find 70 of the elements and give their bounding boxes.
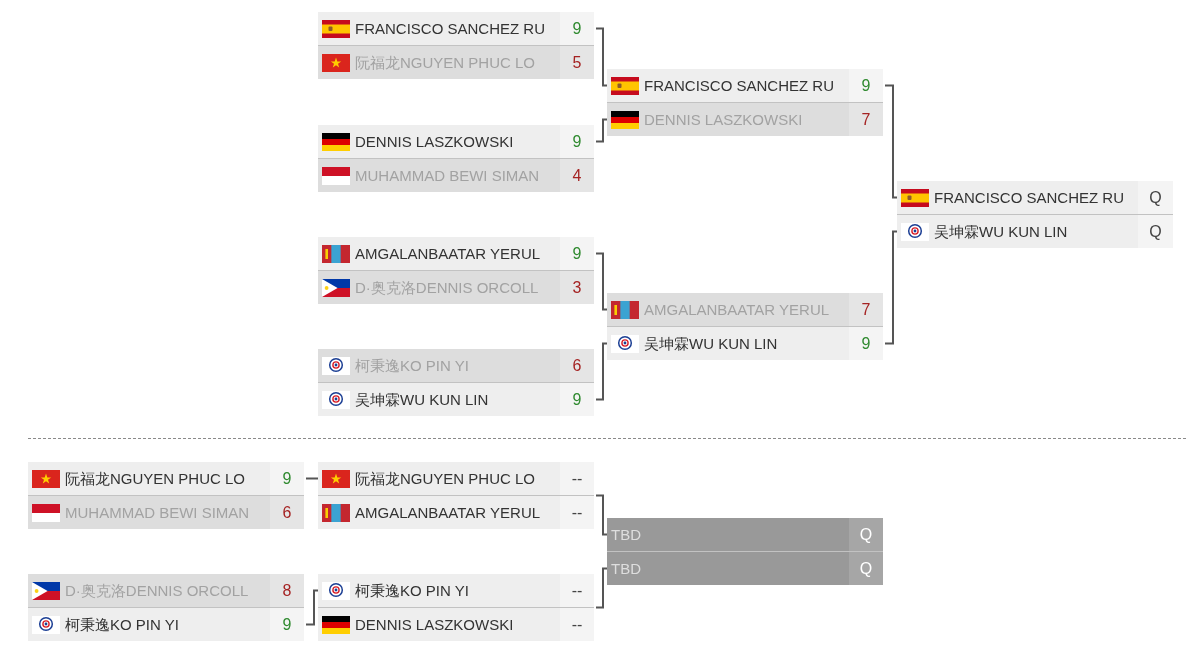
connector-line xyxy=(305,477,319,480)
match-box xyxy=(897,181,1173,248)
score: Q xyxy=(849,518,883,551)
match-box xyxy=(318,12,594,79)
score: Q xyxy=(1138,181,1173,214)
score: 9 xyxy=(560,237,594,270)
player-name: MUHAMMAD BEWI SIMAN xyxy=(65,503,250,522)
player-name: DENNIS LASZKOWSKI xyxy=(644,110,803,129)
player-name: D·奥克洛DENNIS ORCOLL xyxy=(355,278,539,297)
player-name: TBD xyxy=(611,559,641,578)
match-box xyxy=(318,237,594,304)
score: 3 xyxy=(560,271,594,304)
score: Q xyxy=(849,552,883,585)
score: -- xyxy=(560,608,594,641)
player-name: 阮福龙NGUYEN PHUC LO xyxy=(355,53,536,72)
player-name: 吴坤霖WU KUN LIN xyxy=(355,390,489,409)
match-box xyxy=(318,462,594,529)
player-name: MUHAMMAD BEWI SIMAN xyxy=(355,166,540,185)
player-name: AMGALANBAATAR YERUL xyxy=(355,244,541,263)
score: 9 xyxy=(560,383,594,416)
player-name: FRANCISCO SANCHEZ RU xyxy=(355,19,545,38)
match-box xyxy=(318,574,594,641)
connector-line xyxy=(595,252,608,311)
connector-line xyxy=(884,84,898,199)
score: 9 xyxy=(270,608,304,641)
score: 8 xyxy=(270,574,304,607)
connector-line xyxy=(595,342,608,401)
player-name: 柯秉逸KO PIN YI xyxy=(65,615,179,634)
player-name: 阮福龙NGUYEN PHUC LO xyxy=(355,469,536,488)
match-box xyxy=(318,125,594,192)
score: -- xyxy=(560,496,594,529)
player-name: 柯秉逸KO PIN YI xyxy=(355,581,469,600)
match-box xyxy=(28,574,304,641)
connector-line xyxy=(595,494,608,536)
player-name: FRANCISCO SANCHEZ RU xyxy=(644,76,834,95)
score: Q xyxy=(1138,215,1173,248)
connector-line xyxy=(884,230,898,345)
score: 9 xyxy=(560,12,594,45)
player-name: 吴坤霖WU KUN LIN xyxy=(934,222,1068,241)
player-name: FRANCISCO SANCHEZ RU xyxy=(934,188,1124,207)
score: -- xyxy=(560,574,594,607)
player-name: AMGALANBAATAR YERUL xyxy=(355,503,541,522)
score: 5 xyxy=(560,46,594,79)
player-name: DENNIS LASZKOWSKI xyxy=(355,132,514,151)
player-name: D·奥克洛DENNIS ORCOLL xyxy=(65,581,249,600)
match-box xyxy=(28,462,304,529)
score: 4 xyxy=(560,159,594,192)
match-box xyxy=(607,518,883,585)
connector-line xyxy=(595,27,608,87)
player-name: AMGALANBAATAR YERUL xyxy=(644,300,830,319)
connector-line xyxy=(305,589,319,626)
match-box xyxy=(607,293,883,360)
score: -- xyxy=(560,462,594,495)
score: 6 xyxy=(270,496,304,529)
score: 9 xyxy=(849,327,883,360)
score: 9 xyxy=(849,69,883,102)
match-box xyxy=(318,349,594,416)
player-name: 吴坤霖WU KUN LIN xyxy=(644,334,778,353)
score: 9 xyxy=(270,462,304,495)
score: 6 xyxy=(560,349,594,382)
player-name: DENNIS LASZKOWSKI xyxy=(355,615,514,634)
player-name: TBD xyxy=(611,525,641,544)
score: 7 xyxy=(849,103,883,136)
match-box xyxy=(607,69,883,136)
player-name: 阮福龙NGUYEN PHUC LO xyxy=(65,469,246,488)
score: 9 xyxy=(560,125,594,158)
connector-line xyxy=(595,567,608,609)
player-name: 柯秉逸KO PIN YI xyxy=(355,356,469,375)
score: 7 xyxy=(849,293,883,326)
connector-line xyxy=(595,118,608,143)
